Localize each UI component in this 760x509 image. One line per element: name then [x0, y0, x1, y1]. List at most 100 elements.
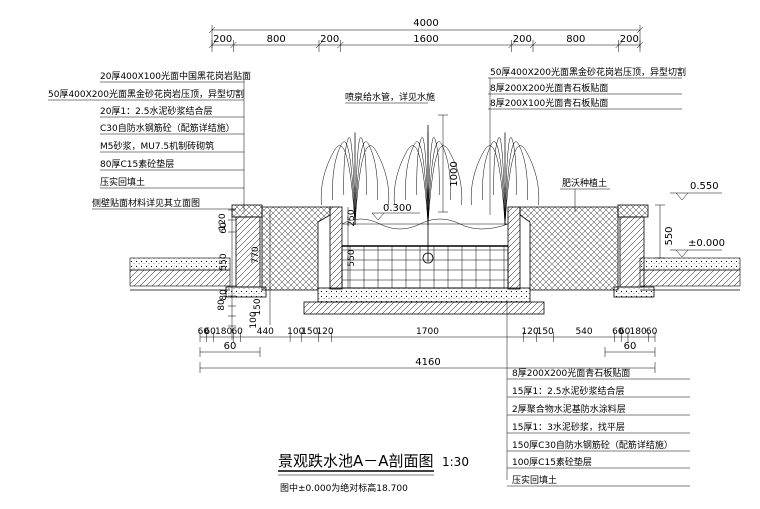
drawing-note: 图中±0.000为绝对标高18.700: [280, 482, 408, 494]
top-seg-tick-mark: [529, 41, 537, 49]
right-dim-label: 550: [664, 226, 675, 245]
planting-label: 肥沃种植土: [562, 177, 607, 189]
elevation-ground: ±0.000: [670, 238, 725, 258]
top-seg-tick-mark: [208, 41, 216, 49]
bottom-seg-label: 60: [612, 327, 624, 337]
ground-right: [639, 257, 741, 291]
left-label: 80厚C15素砼垫层: [100, 158, 174, 170]
left-side-label: 侧壁贴面材料详见其立面图: [92, 197, 200, 209]
top-seg-label: 1600: [413, 34, 438, 45]
bottom-seg-label: 60: [198, 327, 210, 337]
elevation-water: 0.300: [371, 203, 420, 221]
bottom-label: 15厚1：3水泥砂浆，找平层: [512, 421, 625, 433]
bottom-seg-label: 120: [316, 327, 333, 337]
drawing-title: 景观跌水池A－A剖面图: [278, 452, 434, 470]
bottom-seg-label: 540: [575, 327, 592, 337]
fountain-jet-stream: [427, 141, 451, 226]
top-dimension-total: 4000: [208, 18, 644, 48]
bottom-labels: 8厚200X200光面青石板贴面 15厚1：2.5水泥砂浆结合层 2厚聚合物水泥基防…: [507, 367, 690, 487]
top-dimension-segments: 200 800 200 1600 200 800 200: [208, 34, 644, 52]
jet-height-label: 1000: [449, 161, 460, 186]
bottom-dimension-sub: 60 60: [199, 341, 656, 357]
fountain-jet-stream: [493, 137, 506, 226]
fountain-jet-stream: [354, 137, 367, 226]
fountain-jet-stream: [354, 141, 378, 226]
bottom-seg-label: 120: [521, 327, 538, 337]
top-seg-label: 200: [320, 34, 339, 45]
bottom-seg-label: 180: [630, 327, 647, 337]
left-dim-label: 550: [219, 253, 229, 270]
bottom-total-label: 4160: [415, 357, 440, 368]
fountain-jet-stream: [504, 145, 540, 226]
left-label: 20厚400X100光面中国黑花岗岩贴面: [100, 70, 251, 82]
ground-left: [129, 257, 231, 291]
inner-dim-label: 250: [347, 209, 357, 226]
fountain-jet-stream: [504, 137, 517, 226]
center-top-label: 喷泉给水管，详见水施: [345, 91, 435, 103]
left-dim-label: 100: [249, 311, 259, 328]
top-seg-tick-mark: [337, 41, 344, 49]
top-seg-tick-mark: [230, 41, 237, 49]
jet-height-dimension: 1000: [438, 114, 460, 213]
drawing-scale: 1:30: [442, 455, 469, 469]
pool-basin: [303, 206, 545, 315]
planting-bed-right: [519, 206, 619, 291]
right-vertical-dimension: 550: [655, 204, 675, 259]
planting-bed-left: [261, 206, 331, 291]
top-seg-label: 200: [213, 34, 232, 45]
top-seg-tick-mark: [315, 41, 323, 49]
fountain-jet-stream: [332, 141, 356, 226]
bottom-label: 15厚1：2.5水泥砂浆结合层: [512, 385, 625, 397]
bottom-label: 150厚C30自防水钢筋砼（配筋详结施）: [512, 439, 673, 451]
bottom-seg-label: 60: [646, 327, 658, 337]
fountain-jet-stream: [504, 141, 528, 226]
bottom-sub-right-label: 60: [624, 341, 637, 352]
right-outer-wall: [613, 204, 655, 298]
fountain-jet-stream: [416, 137, 429, 226]
top-seg-tick-mark: [636, 41, 644, 49]
fountain-jet-stream: [427, 145, 463, 226]
elevation-water-label: 0.300: [383, 203, 412, 214]
right-top-labels: 50厚400X200光面黑金砂花岗岩压顶，异型切割8厚200X200光面青石板贴…: [488, 66, 686, 110]
top-seg-label: 800: [566, 34, 585, 45]
elevation-top-right-label: 0.550: [690, 181, 719, 192]
fountain-jet-stream: [354, 145, 390, 226]
bottom-seg-label: 1700: [416, 327, 439, 337]
fountain-jet-stream: [427, 137, 440, 226]
left-label: C30自防水钢筋砼（配筋详结施）: [100, 122, 235, 134]
elevation-ground-label: ±0.000: [688, 238, 725, 249]
right-top-label: 8厚200X200光面青石板贴面: [490, 82, 608, 94]
fountain-jet-stream: [470, 145, 506, 226]
top-seg-tick-mark: [615, 41, 622, 49]
top-seg-label: 200: [513, 34, 532, 45]
left-dim-label: 150: [253, 298, 263, 315]
bottom-label: 8厚200X200光面青石板贴面: [512, 367, 630, 379]
left-labels: 20厚400X100光面中国黑花岗岩贴面 50厚400X200光面黑金砂花岗岩压顶…: [48, 70, 251, 189]
top-total-label: 4000: [413, 18, 438, 29]
bottom-seg-label: 150: [301, 327, 318, 337]
left-dim-label: 120: [218, 213, 228, 230]
left-dim-label: 80: [219, 289, 229, 301]
inner-dim-label: 550: [347, 249, 357, 266]
top-seg-tick-mark: [508, 41, 515, 49]
bottom-seg-label: 60: [619, 327, 631, 337]
bottom-seg-label: 60: [204, 327, 216, 337]
left-label: 50厚400X200光面黑金砂花岗岩压顶，异型切割: [48, 88, 244, 100]
bottom-label: 2厚聚合物水泥基防水涂料层: [512, 403, 626, 415]
bottom-seg-label: 180: [215, 327, 232, 337]
bottom-label: 100厚C15素砼垫层: [512, 456, 592, 468]
top-seg-label: 200: [620, 34, 639, 45]
left-label: 压实回填土: [100, 176, 145, 188]
top-seg-label: 800: [267, 34, 286, 45]
left-dim-label: 60: [219, 222, 229, 234]
fountain-nozzle-icon: [422, 252, 434, 264]
left-outer-wall: [225, 204, 267, 298]
fountain-jet-stream: [320, 145, 356, 226]
fountain-jet-stream: [482, 141, 506, 226]
fountain-jet-stream: [343, 137, 356, 226]
bottom-dimension-total: 4160: [199, 357, 656, 373]
bottom-sub-left-label: 60: [224, 341, 237, 352]
right-top-label: 8厚200X100光面青石板贴面: [490, 97, 608, 109]
